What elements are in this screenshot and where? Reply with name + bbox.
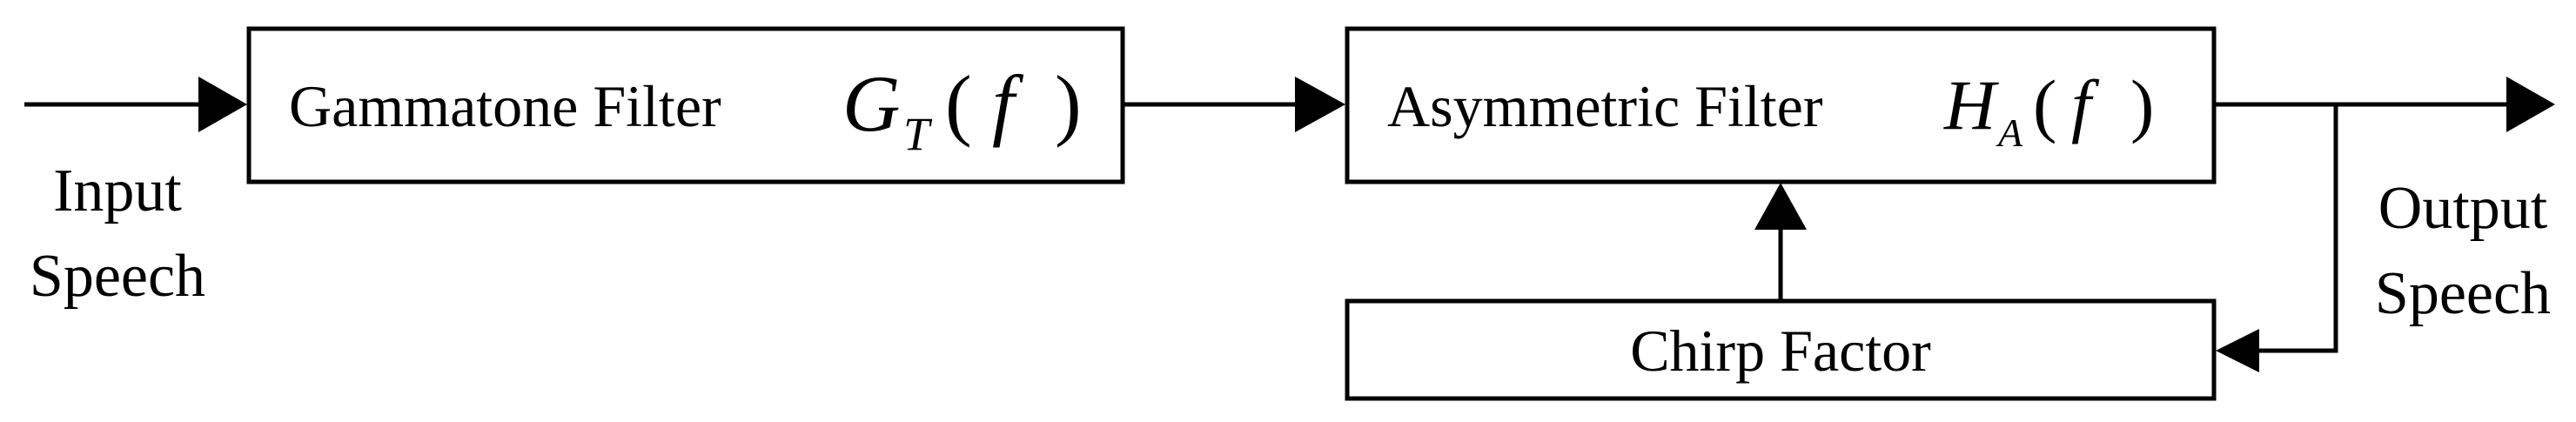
asymmetric-symbol: H <box>1943 65 1999 144</box>
asymmetric-close-paren: ) <box>2130 65 2154 144</box>
gammatone-to-asymmetric-arrow <box>1123 77 1345 132</box>
gammatone-filter-block: Gammatone Filter G T ( f ) <box>246 26 1125 184</box>
output-label-line1: Output <box>2378 175 2548 242</box>
gammatone-close-paren: ) <box>1055 59 1082 148</box>
asymmetric-transfer-function: H A ( f ) <box>1943 65 2154 162</box>
chirp-to-asymmetric-arrow <box>1754 183 1807 301</box>
gammatone-transfer-function: G T ( f ) <box>842 59 1082 167</box>
output-arrow <box>2214 77 2555 132</box>
asymmetric-filter-box <box>1345 26 2217 184</box>
input-label-line1: Input <box>53 157 182 224</box>
gammatone-symbol: G <box>842 59 900 148</box>
output-label-line2: Speech <box>2375 260 2551 327</box>
asymmetric-subscript: A <box>1996 111 2023 155</box>
asymmetric-open-paren: ( <box>2033 65 2056 144</box>
asymmetric-argument: f <box>2071 65 2100 144</box>
gammatone-filter-label: Gammatone Filter <box>289 73 721 139</box>
chirp-factor-block: Chirp Factor <box>1345 298 2217 401</box>
chirp-factor-label: Chirp Factor <box>1630 318 1931 384</box>
asymmetric-filter-label: Asymmetric Filter <box>1387 73 1823 139</box>
gammatone-argument: f <box>992 59 1024 148</box>
gammatone-subscript: T <box>903 108 933 160</box>
asymmetric-filter-block: Asymmetric Filter H A ( f ) <box>1345 26 2217 184</box>
feedback-path <box>2216 104 2338 372</box>
input-arrow <box>24 77 247 132</box>
gammatone-open-paren: ( <box>945 59 972 148</box>
chirp-factor-box <box>1345 298 2217 401</box>
input-label-line2: Speech <box>30 243 205 310</box>
